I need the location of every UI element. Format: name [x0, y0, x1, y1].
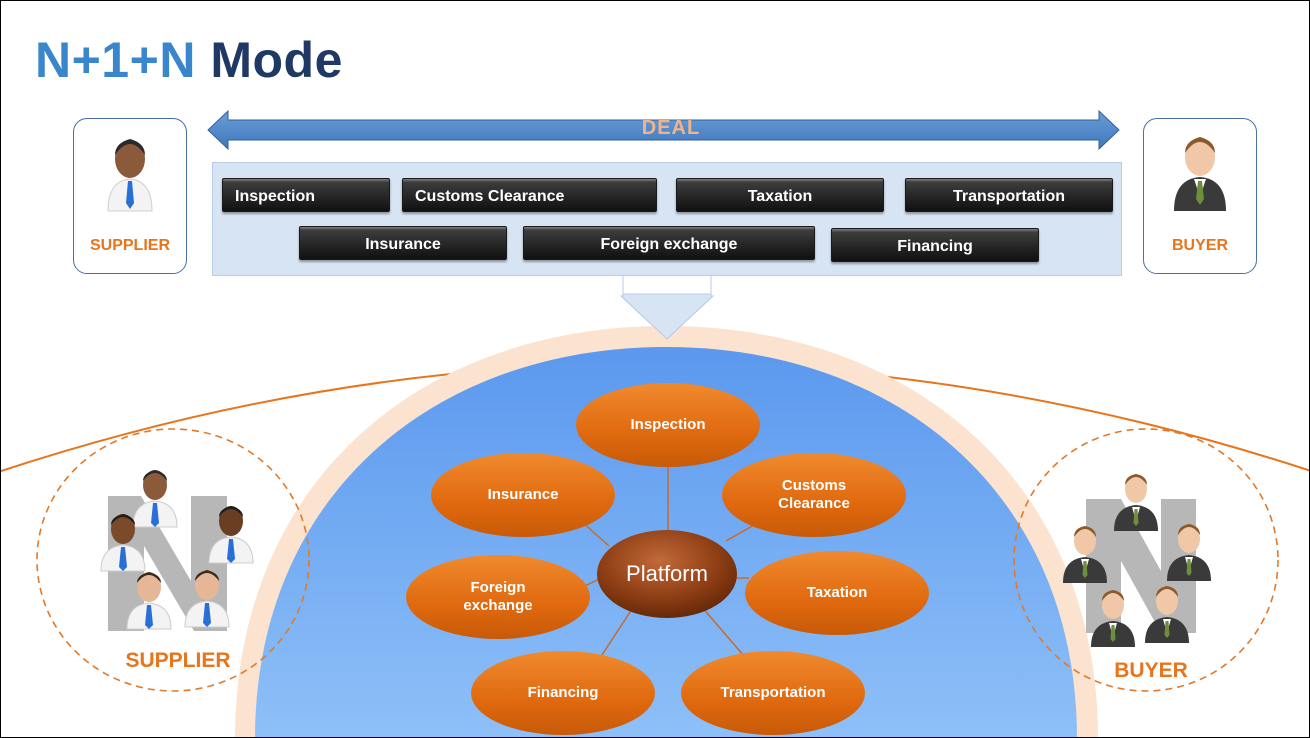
buyer-person-icon: [1174, 137, 1226, 211]
node-transportation: [681, 651, 865, 735]
supplier-label: SUPPLIER: [89, 237, 170, 254]
service-customs-clearance: Customs Clearance: [402, 178, 657, 212]
node-customs: [722, 453, 906, 537]
deal-arrow: [207, 109, 1120, 151]
node-taxation: [745, 551, 929, 635]
person-icon: [1063, 526, 1107, 583]
service-financing: Financing: [831, 228, 1039, 262]
supplier-n-letter: [108, 496, 227, 631]
buyer-group-circle: [1013, 428, 1279, 692]
supplier-group-label: SUPPLIER: [125, 649, 231, 672]
person-icon: [1091, 590, 1135, 647]
page-title: N+1+N Mode: [35, 31, 343, 89]
buyer-card: BUYER: [1143, 118, 1257, 274]
title-main: Mode: [210, 32, 343, 88]
person-icon: [1167, 524, 1211, 581]
node-foreign-exchange: [406, 555, 590, 639]
connector-financing: [597, 605, 635, 662]
person-icon: [1145, 586, 1189, 643]
person-icon: [100, 514, 146, 572]
service-taxation: Taxation: [676, 178, 884, 212]
title-accent: N+1+N: [35, 32, 196, 88]
person-icon: [1114, 474, 1158, 531]
service-insurance: Insurance: [299, 226, 507, 260]
buyer-group-label: BUYER: [1114, 659, 1188, 682]
person-icon: [184, 570, 230, 628]
buyer-label: BUYER: [1171, 237, 1228, 254]
supplier-person-icon: [107, 139, 153, 212]
service-transportation: Transportation: [905, 178, 1113, 212]
buyer-people-icons: [1063, 474, 1211, 647]
node-financing: [471, 651, 655, 735]
deal-label: DEAL: [641, 117, 701, 139]
node-platform: [597, 530, 737, 618]
node-inspection: [576, 383, 760, 467]
supplier-group-circle: [36, 428, 310, 692]
service-foreign-exchange: Foreign exchange: [523, 226, 815, 260]
supplier-people-icons: [100, 470, 254, 630]
person-icon: [208, 506, 254, 564]
person-icon: [126, 572, 172, 630]
service-inspection: Inspection: [222, 178, 390, 212]
supplier-card: SUPPLIER: [73, 118, 187, 274]
connector-transportation: [700, 605, 745, 657]
node-insurance: [431, 453, 615, 537]
nodes: [406, 383, 929, 735]
person-icon: [132, 470, 178, 528]
